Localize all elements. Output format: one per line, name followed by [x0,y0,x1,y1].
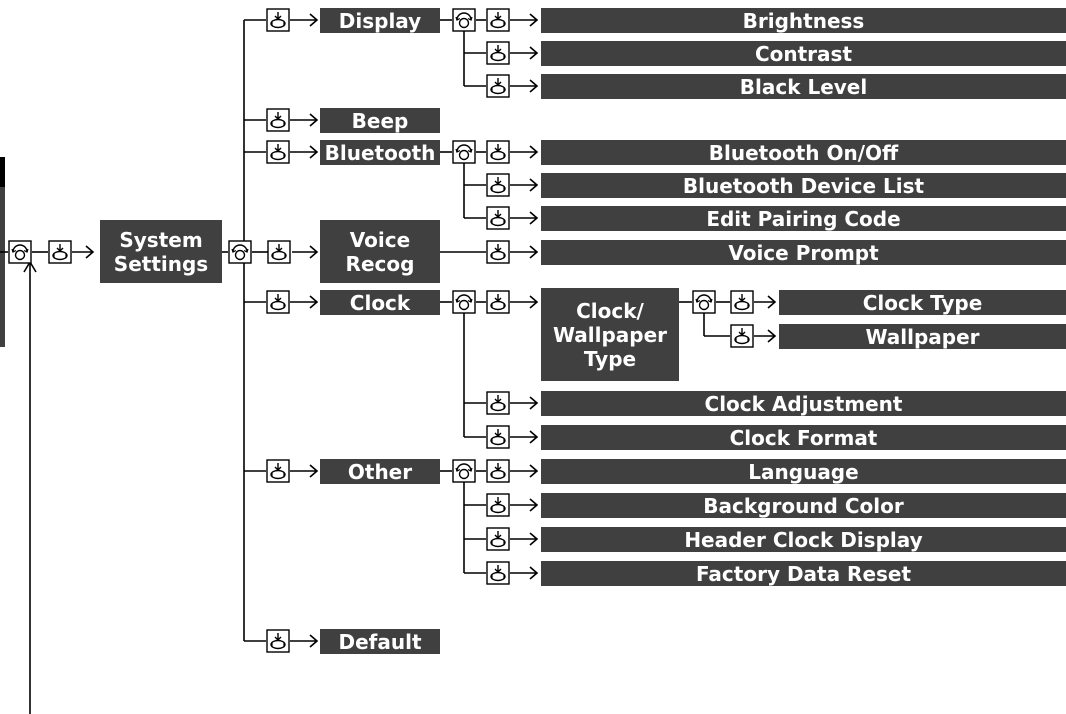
leaf-voice-prompt: Voice Prompt [541,240,1066,265]
press-knob-icon [266,8,290,32]
press-knob-icon [266,290,290,314]
press-knob-icon [486,459,510,483]
display-box: Display [320,8,440,33]
leaf-edit-pairing-code: Edit Pairing Code [541,206,1066,231]
rotate-knob-icon [8,240,32,264]
press-knob-icon [48,240,72,264]
press-knob-icon [486,206,510,230]
press-knob-icon [486,493,510,517]
press-knob-icon [486,561,510,585]
leaf-brightness: Brightness [541,8,1066,33]
voice-recog-box: Voice Recog [320,220,440,283]
press-knob-icon [486,41,510,65]
press-knob-icon [486,527,510,551]
press-knob-icon [486,140,510,164]
rotate-knob-icon [692,290,716,314]
leaf-language: Language [541,459,1066,484]
rotate-knob-icon [452,290,476,314]
other-box: Other [320,459,440,484]
press-knob-icon [266,629,290,653]
clock-box: Clock [320,290,440,315]
leaf-bluetooth-on-off: Bluetooth On/Off [541,140,1066,165]
leaf-background-color: Background Color [541,493,1066,518]
rotate-knob-icon [452,140,476,164]
press-knob-icon [486,391,510,415]
rotate-knob-icon [452,8,476,32]
side-tab-marker [0,157,5,187]
press-knob-icon [267,240,291,264]
press-knob-icon [730,290,754,314]
press-knob-icon [486,173,510,197]
press-knob-icon [486,74,510,98]
press-knob-icon [266,140,290,164]
leaf-clock-format: Clock Format [541,425,1066,450]
press-knob-icon [486,425,510,449]
clock-wallpaper-type-box: Clock/ Wallpaper Type [541,288,679,381]
system-settings-box: System Settings [100,220,222,283]
leaf-wallpaper: Wallpaper [779,324,1066,349]
leaf-factory-data-reset: Factory Data Reset [541,561,1066,586]
rotate-knob-icon [228,240,252,264]
press-knob-icon [486,290,510,314]
bluetooth-box: Bluetooth [320,140,440,165]
rotate-knob-icon [452,459,476,483]
press-knob-icon [266,459,290,483]
leaf-clock-type: Clock Type [779,290,1066,315]
default-box: Default [320,629,440,654]
press-knob-icon [730,324,754,348]
leaf-clock-adjustment: Clock Adjustment [541,391,1066,416]
press-knob-icon [486,240,510,264]
leaf-contrast: Contrast [541,41,1066,66]
press-knob-icon [266,108,290,132]
press-knob-icon [486,8,510,32]
leaf-black-level: Black Level [541,74,1066,99]
leaf-header-clock-display: Header Clock Display [541,527,1066,552]
beep-box: Beep [320,108,440,133]
leaf-bluetooth-device-list: Bluetooth Device List [541,173,1066,198]
